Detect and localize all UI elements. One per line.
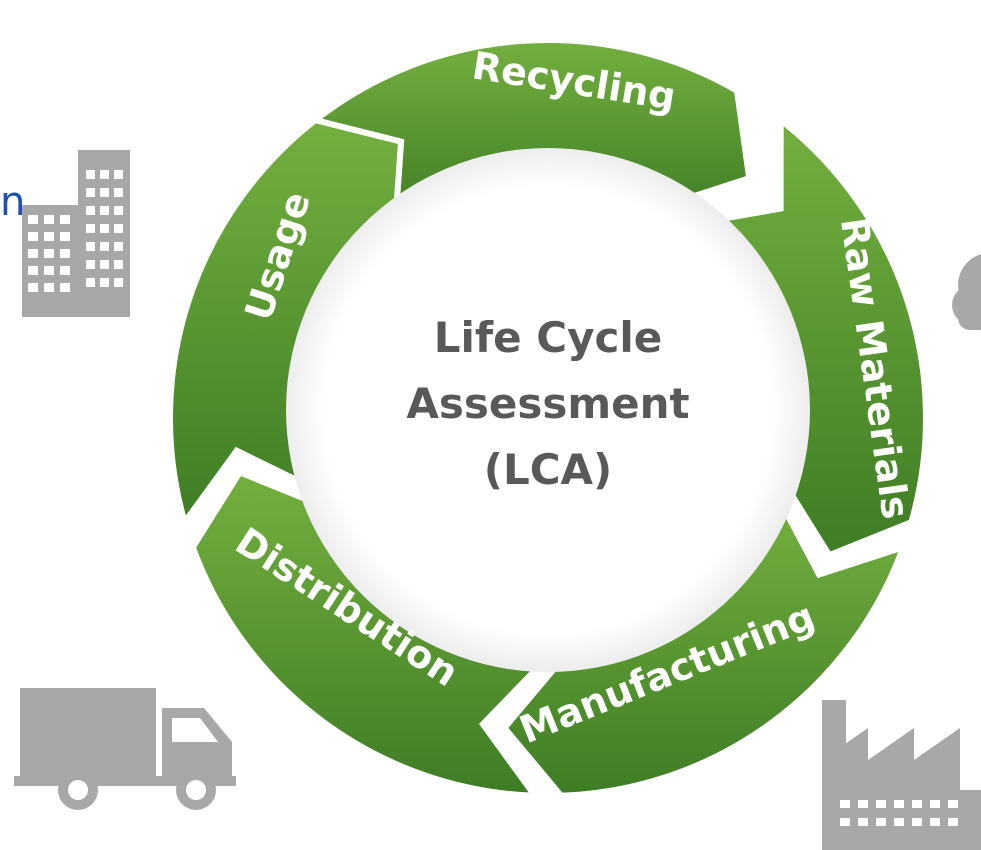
center-title-line3: (LCA) <box>484 445 612 494</box>
center-circle <box>286 148 810 672</box>
center-title-line1: Life Cycle <box>434 313 663 362</box>
center-title-line2: Assessment <box>406 379 689 428</box>
truck-icon <box>14 688 236 810</box>
cut-off-text: n <box>0 179 22 225</box>
factory-icon <box>822 700 981 850</box>
building-icon <box>22 150 130 317</box>
cloud-icon <box>952 254 981 330</box>
